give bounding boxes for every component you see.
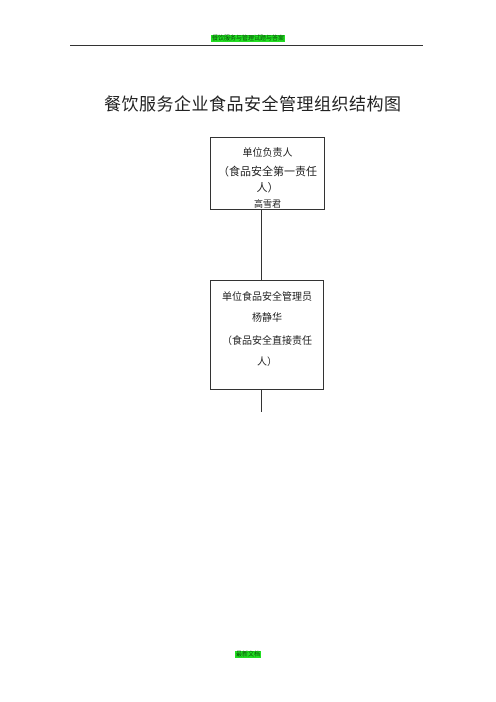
org-box-responsibility-cont: 人） bbox=[256, 181, 279, 194]
header-rule bbox=[70, 45, 423, 46]
connector-line bbox=[261, 390, 262, 412]
footer-highlight-text: 最新文档 bbox=[234, 651, 261, 658]
org-box-responsibility-cont: 人） bbox=[257, 357, 277, 368]
org-box-responsibility: （食品安全直接责任 bbox=[222, 336, 312, 347]
org-box-person-name: 高雪君 bbox=[253, 200, 281, 210]
page-footer: 最新文档 bbox=[0, 651, 496, 659]
org-box-responsibility: （食品安全第一责任 bbox=[218, 165, 317, 178]
org-box-role: 单位负责人 bbox=[242, 148, 293, 159]
org-box-unit-leader: 单位负责人 （食品安全第一责任 人） 高雪君 bbox=[210, 137, 325, 210]
org-box-safety-manager: 单位食品安全管理员 杨静华 （食品安全直接责任 人） bbox=[210, 280, 324, 390]
org-box-role: 单位食品安全管理员 bbox=[222, 292, 312, 303]
connector-line bbox=[261, 210, 262, 280]
page-header: 餐饮服务与管理试题与答案 bbox=[0, 35, 496, 43]
page-title: 餐饮服务企业食品安全管理组织结构图 bbox=[104, 95, 402, 115]
org-box-person-name: 杨静华 bbox=[252, 313, 282, 324]
header-highlight-text: 餐饮服务与管理试题与答案 bbox=[210, 35, 285, 42]
